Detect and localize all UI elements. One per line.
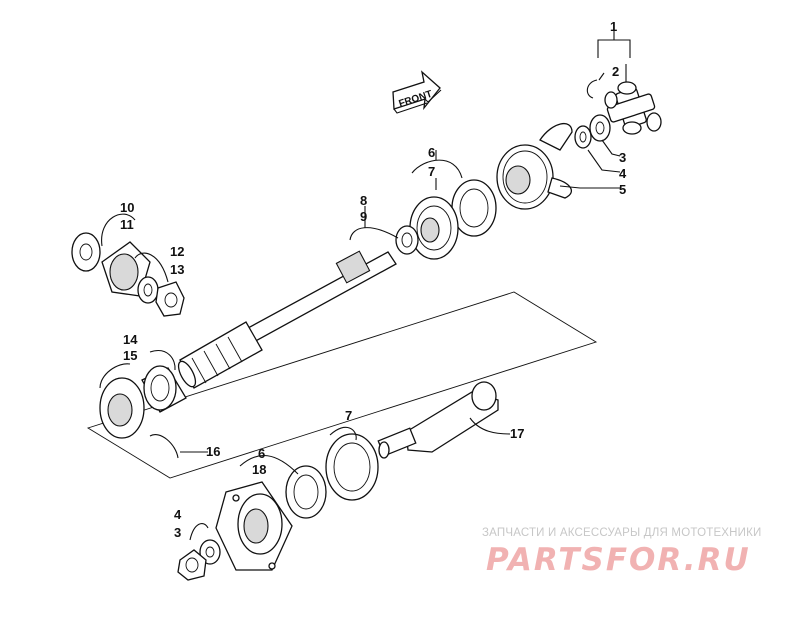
- yoke-part: [496, 122, 573, 210]
- callout-5: 5: [619, 182, 626, 197]
- bearing-top-part: [409, 179, 497, 260]
- callout-6: 6: [428, 145, 435, 160]
- callout-15: 15: [123, 348, 137, 363]
- universal-joint-part: [586, 79, 662, 135]
- secondary-shaft-part: [377, 381, 499, 459]
- bearing-bottom-part: [285, 433, 379, 519]
- callout-10: 10: [120, 200, 134, 215]
- callouts: 1 2 3 4 5 6 7 8 9 10 11 12 13 14 15 16 1…: [120, 19, 627, 540]
- callout-3: 3: [619, 150, 626, 165]
- ring-gear-part: [71, 232, 185, 317]
- callout-16: 16: [206, 444, 220, 459]
- callout-7: 7: [428, 164, 435, 179]
- circlip-part: [149, 434, 179, 459]
- front-arrow-icon: FRONT: [392, 70, 442, 114]
- callout-12: 12: [170, 244, 184, 259]
- callout-11: 11: [120, 217, 134, 232]
- callout-2: 2: [612, 64, 619, 79]
- callout-9: 9: [360, 209, 367, 224]
- assembly-frame: [86, 291, 598, 479]
- callout-1: 1: [610, 19, 617, 34]
- callout-3-lower: 3: [174, 525, 181, 540]
- callout-7-lower: 7: [345, 408, 352, 423]
- leader-lines: [99, 30, 631, 541]
- pinion-gear-part: [99, 365, 187, 439]
- callout-4: 4: [619, 166, 627, 181]
- washer-mid-part: [395, 225, 419, 255]
- washer-top-part: [574, 114, 611, 149]
- nut-bottom-part: [177, 539, 221, 581]
- drive-shaft-part: [177, 250, 397, 389]
- watermark-tagline: ЗАПЧАСТИ И АКСЕССУАРЫ ДЛЯ МОТОТЕХНИКИ: [482, 527, 762, 539]
- callout-14: 14: [123, 332, 138, 347]
- callout-17: 17: [510, 426, 524, 441]
- flange-housing-part: [215, 481, 293, 571]
- callout-6-lower: 6: [258, 446, 265, 461]
- callout-18: 18: [252, 462, 266, 477]
- callout-4-lower: 4: [174, 507, 182, 522]
- callout-13: 13: [170, 262, 184, 277]
- watermark-logo: PARTSFOR.RU: [486, 542, 751, 578]
- callout-8: 8: [360, 193, 367, 208]
